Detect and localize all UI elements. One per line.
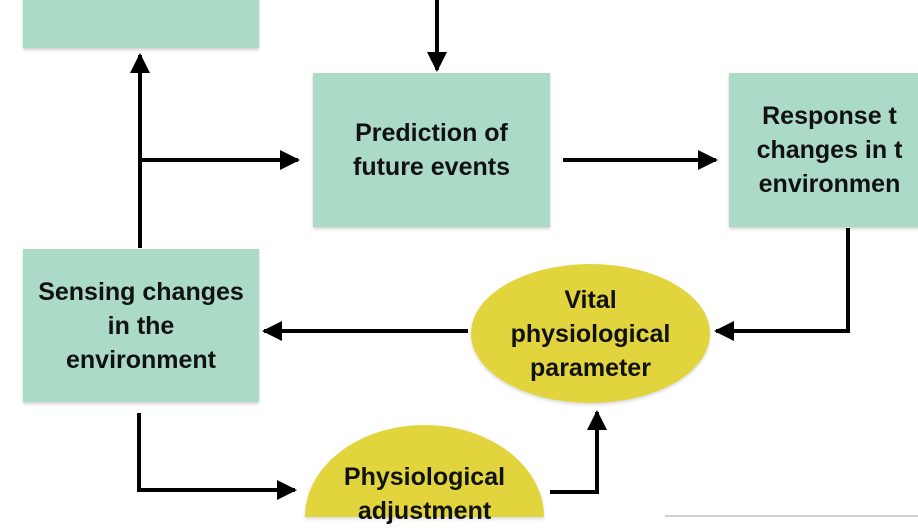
top-left-box bbox=[23, 0, 259, 48]
prediction-box: Prediction of future events bbox=[313, 73, 550, 227]
response-label-line3: environmen bbox=[758, 170, 901, 198]
connector-layer bbox=[130, 0, 850, 500]
sensing-label-line1: Sensing changes bbox=[38, 277, 244, 306]
vital-label-line2: physiological bbox=[510, 319, 671, 348]
adjustment-label-line2: adjustment bbox=[357, 497, 492, 525]
vital-label-line1: Vital bbox=[564, 285, 617, 314]
prediction-label-line1: Prediction of bbox=[355, 119, 508, 147]
sensing-box: Sensing changes in the environment bbox=[23, 249, 259, 402]
sensing-label-line3: environment bbox=[65, 345, 217, 374]
arrow-response-to-vital bbox=[714, 228, 850, 341]
vital-label-line3: parameter bbox=[530, 353, 651, 382]
arrow-adjustment-to-vital bbox=[550, 410, 607, 494]
vital-parameter-oval: Vital physiological parameter bbox=[471, 264, 710, 403]
adjustment-label-line1: Physiological bbox=[343, 463, 506, 491]
prediction-label-line2: future events bbox=[353, 153, 510, 181]
physiological-adjustment-oval: Physiological adjustment bbox=[305, 425, 544, 525]
sensing-label-line2: in the bbox=[107, 311, 175, 340]
bottom-right-rule bbox=[665, 515, 918, 517]
response-label-line2: changes in t bbox=[756, 136, 903, 164]
response-label-line1: Response t bbox=[762, 102, 897, 130]
response-box: Response t changes in t environmen bbox=[729, 73, 918, 227]
arrow-sensing-to-adjustment bbox=[137, 413, 297, 500]
